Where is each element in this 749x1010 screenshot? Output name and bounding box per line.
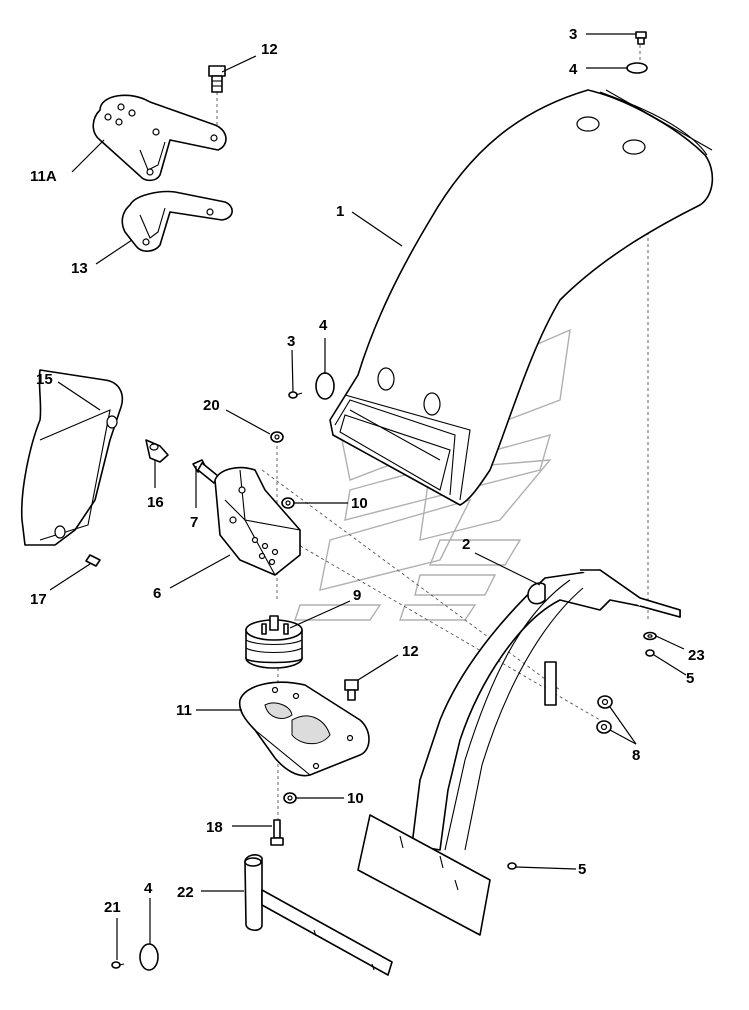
callout-13: 13	[71, 260, 88, 277]
callout-1: 1	[336, 203, 344, 220]
part-nut-5-lower	[507, 862, 517, 870]
callout-5-upper: 5	[686, 670, 694, 687]
part-isolator-9	[245, 615, 303, 669]
callout-16: 16	[147, 494, 164, 511]
callout-4-mid: 4	[319, 317, 328, 334]
part-cap-4-mid	[315, 372, 335, 400]
callout-11a: 11A	[30, 168, 57, 185]
callout-18: 18	[206, 819, 223, 836]
part-washer-23	[643, 631, 657, 641]
part-panel-15	[20, 369, 124, 546]
part-nut-5-upper	[645, 649, 655, 657]
part-mudflap	[357, 814, 491, 936]
part-nuts-8	[596, 695, 613, 734]
callout-22: 22	[177, 884, 194, 901]
part-bolt-18	[270, 819, 284, 846]
part-cap-4-top	[626, 62, 648, 74]
part-bracket-13	[121, 190, 233, 252]
part-bolt-17	[85, 554, 101, 567]
callout-8: 8	[632, 747, 640, 764]
callout-17: 17	[30, 591, 47, 608]
leader-lines	[49, 33, 687, 960]
part-baseplate-11	[238, 681, 370, 777]
part-bolt-7	[192, 459, 219, 484]
callout-12-top: 12	[261, 41, 278, 58]
part-bolt-12-mid	[344, 679, 359, 701]
part-arm-2	[411, 569, 681, 851]
callout-9: 9	[353, 587, 361, 604]
part-screw-21	[111, 961, 125, 969]
callout-21: 21	[104, 899, 121, 916]
callout-12-mid: 12	[402, 643, 419, 660]
callout-15: 15	[36, 371, 53, 388]
callout-4-top: 4	[569, 61, 578, 78]
callout-23: 23	[688, 647, 705, 664]
part-bracket-6	[214, 466, 301, 576]
part-handle-22	[244, 853, 393, 976]
part-bracket-11a	[92, 94, 227, 182]
callout-3-top: 3	[569, 26, 577, 43]
callout-20: 20	[203, 397, 220, 414]
callout-labels: 1 2 3 3 4 4 4 5 5 6 7 8 9 10 10 11 11A 1…	[30, 26, 705, 916]
part-nut-10-upper	[281, 497, 295, 509]
callout-2: 2	[462, 536, 470, 553]
callout-3-mid: 3	[287, 333, 295, 350]
part-screw-3-top	[635, 31, 647, 45]
part-fender	[329, 89, 714, 506]
callout-7: 7	[190, 514, 198, 531]
callout-10-lower: 10	[347, 790, 364, 807]
part-cap-4-bottom	[139, 943, 159, 971]
part-bolt-12-top	[208, 65, 226, 93]
callout-4-bottom: 4	[144, 880, 153, 897]
part-bolt-16	[145, 439, 169, 463]
callout-10-upper: 10	[351, 495, 368, 512]
callout-6: 6	[153, 585, 161, 602]
callout-5-lower: 5	[578, 861, 586, 878]
part-nut-10-lower	[283, 792, 297, 804]
part-nut-20	[270, 431, 284, 443]
part-screw-3-mid	[288, 391, 303, 399]
callout-11: 11	[176, 702, 192, 719]
